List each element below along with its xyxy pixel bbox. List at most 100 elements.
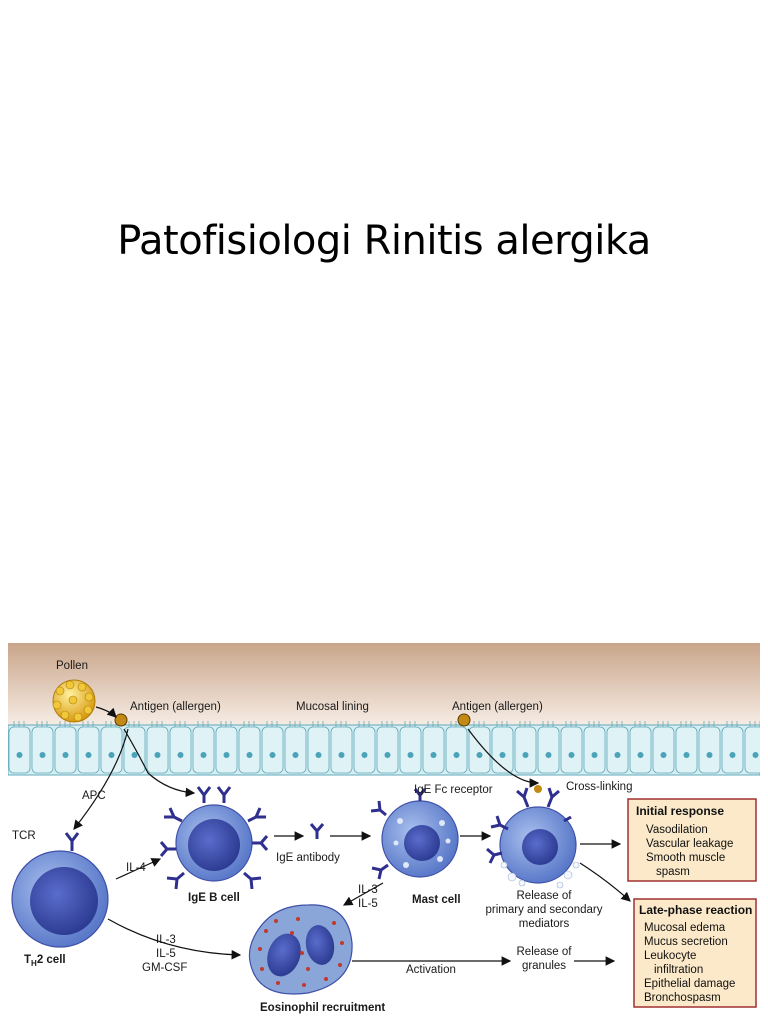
epithelial-nucleus <box>39 752 46 758</box>
il3-label: IL-3 <box>156 934 176 946</box>
tcr-receptor-icon <box>64 832 80 851</box>
th2-cell-label: TH2 cell <box>24 954 66 968</box>
epithelial-nucleus <box>246 752 253 758</box>
initial-response-item: Smooth muscle <box>646 852 725 864</box>
epithelial-nucleus <box>637 752 644 758</box>
epithelial-cell <box>537 726 560 774</box>
th2-cell <box>11 832 109 948</box>
epithelial-cell <box>675 726 698 774</box>
release-granules-label-2: granules <box>522 960 566 972</box>
epithelial-nucleus <box>614 752 621 758</box>
epithelial-cell <box>491 726 514 774</box>
eosinophil-cell <box>248 904 353 995</box>
initial-response-item: spasm <box>656 866 690 878</box>
epithelial-cell <box>583 726 606 774</box>
cross-linking-label: Cross-linking <box>566 781 632 793</box>
mast-cell <box>370 788 459 880</box>
epithelial-cell <box>606 726 629 774</box>
initial-response-item: Vasodilation <box>646 824 708 836</box>
gmcsf-label: GM-CSF <box>142 962 187 974</box>
epithelial-cell <box>445 726 468 774</box>
cross-linked-receptor-icon <box>486 787 572 864</box>
epithelial-cell <box>8 726 31 774</box>
epithelial-nucleus <box>16 752 23 758</box>
late-phase-item: Leukocyte <box>644 950 696 962</box>
epithelial-cell <box>468 726 491 774</box>
release-mediators-label-2: primary and secondary <box>486 904 603 916</box>
late-phase-item: Epithelial damage <box>644 978 735 990</box>
il5-label: IL-5 <box>156 948 176 960</box>
activation-label: Activation <box>406 964 456 976</box>
mast-il3-label: IL-3 <box>358 884 378 896</box>
epithelial-nucleus <box>545 752 552 758</box>
antigen-right-label: Antigen (allergen) <box>452 701 543 713</box>
epithelial-cell <box>146 726 169 774</box>
release-mediators-label-1: Release of <box>517 890 573 902</box>
late-phase-item: Mucus secretion <box>644 936 728 948</box>
epithelial-nucleus <box>223 752 230 758</box>
epithelial-cell <box>560 726 583 774</box>
epithelial-cell <box>307 726 330 774</box>
diagram-canvas: Pollen Antigen (allergen) Mucosal lining… <box>8 643 760 1014</box>
epithelial-nucleus <box>499 752 506 758</box>
initial-response-box: Initial response Vasodilation Vascular l… <box>627 798 757 882</box>
epithelial-cell <box>353 726 376 774</box>
ige-receptor-icon <box>159 786 269 890</box>
epithelial-nucleus <box>591 752 598 758</box>
epithelial-nucleus <box>200 752 207 758</box>
epithelial-nucleus <box>154 752 161 758</box>
epithelial-nucleus <box>407 752 414 758</box>
epithelial-nucleus <box>729 752 736 758</box>
epithelial-cell <box>652 726 675 774</box>
epithelial-cell <box>744 726 760 774</box>
epithelial-cell <box>238 726 261 774</box>
epithelial-nucleus <box>476 752 483 758</box>
late-phase-box: Late-phase reaction Mucosal edema Mucus … <box>633 898 757 1008</box>
epithelial-cell <box>77 726 100 774</box>
epithelial-nucleus <box>522 752 529 758</box>
epithelial-nucleus <box>568 752 575 758</box>
ige-antibody-label: IgE antibody <box>276 852 340 864</box>
pollen-icon <box>52 679 96 723</box>
epithelial-cell <box>169 726 192 774</box>
epithelial-nucleus <box>131 752 138 758</box>
epithelial-nucleus <box>453 752 460 758</box>
degranulating-mast-cell <box>486 785 580 889</box>
il4-label: IL-4 <box>126 862 146 874</box>
release-granules-label-1: Release of <box>517 946 573 958</box>
allergic-rhinitis-diagram: Pollen Antigen (allergen) Mucosal lining… <box>8 643 760 1024</box>
ige-b-cell-label: IgE B cell <box>188 892 240 904</box>
epithelial-cell <box>215 726 238 774</box>
epithelial-nucleus <box>752 752 759 758</box>
late-phase-item: infiltration <box>654 964 703 976</box>
slide-title: Patofisiologi Rinitis alergika <box>117 218 651 264</box>
mucosal-layer <box>8 643 760 725</box>
epithelial-cell <box>284 726 307 774</box>
epithelial-nucleus <box>292 752 299 758</box>
mast-il5-label: IL-5 <box>358 898 378 910</box>
mucosal-lining-label: Mucosal lining <box>296 701 369 713</box>
epithelial-cell <box>698 726 721 774</box>
epithelial-nucleus <box>683 752 690 758</box>
epithelial-cell <box>422 726 445 774</box>
late-phase-title: Late-phase reaction <box>639 903 752 917</box>
epithelial-nucleus <box>62 752 69 758</box>
epithelial-nucleus <box>177 752 184 758</box>
epithelium-cells <box>8 721 760 776</box>
epithelial-cell <box>192 726 215 774</box>
antigen-left-label: Antigen (allergen) <box>130 701 221 713</box>
pollen-label: Pollen <box>56 660 88 672</box>
tcr-label: TCR <box>12 830 36 842</box>
epithelial-nucleus <box>706 752 713 758</box>
ige-antibody-icon <box>309 823 325 839</box>
epithelial-cell <box>399 726 422 774</box>
mast-cell-label: Mast cell <box>412 894 461 906</box>
late-phase-item: Mucosal edema <box>644 922 726 934</box>
epithelial-cell <box>376 726 399 774</box>
late-phase-item: Bronchospasm <box>644 992 721 1004</box>
epithelial-cell <box>261 726 284 774</box>
epithelial-cell <box>629 726 652 774</box>
apc-label: APC <box>82 790 106 802</box>
initial-response-item: Vascular leakage <box>646 838 733 850</box>
epithelial-cell <box>721 726 744 774</box>
